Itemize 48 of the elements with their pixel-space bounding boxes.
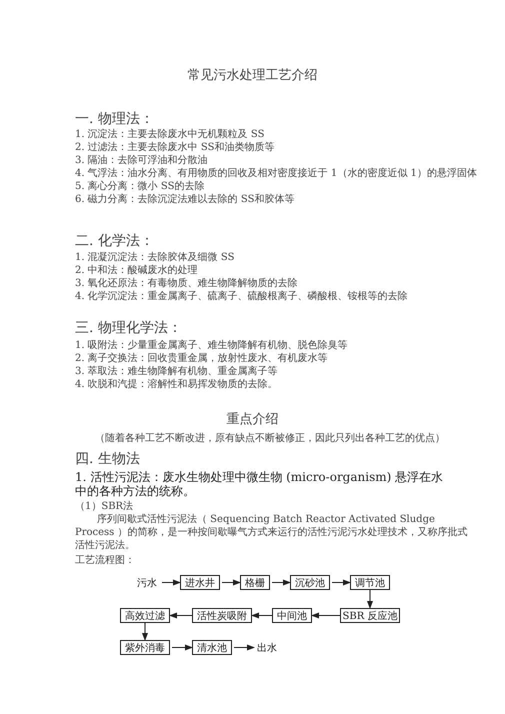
list-item: 4. 吹脱和汽提：溶解性和易挥发物质的去除。 bbox=[75, 378, 279, 391]
arrow bbox=[272, 580, 291, 586]
arrow bbox=[332, 580, 351, 586]
section-heading: 四. 生物法 bbox=[75, 450, 141, 468]
process-box: 清水池 bbox=[192, 640, 232, 655]
list-item: 1. 沉淀法：主要去除废水中无机颗粒及 SS bbox=[75, 128, 266, 141]
subheading: 重点介绍 bbox=[226, 412, 280, 428]
arrow bbox=[367, 590, 373, 609]
list-item: 2. 过滤法：主要去除废水中 SS和油类物质等 bbox=[75, 141, 276, 154]
section-heading: 二. 化学法： bbox=[75, 232, 155, 250]
list-item: 1. 吸附法：少量重金属离子、难生物降解有机物、脱色除臭等 bbox=[75, 339, 349, 352]
flow-text: 污水 bbox=[134, 575, 160, 590]
section-heading: 一. 物理法： bbox=[75, 110, 155, 128]
list-item: 4. 化学沉淀法：重金属离子、硫离子、硫酸根离子、磷酸根、铵根等的去除 bbox=[75, 290, 409, 303]
process-box: 高效过滤 bbox=[120, 608, 170, 623]
paragraph: 序列间歇式活性污泥法（ Sequencing Batch Reactor Activated Sludge Process ）的简称，是一种按间歇曝气方式来运行的活性污泥污水处理技术，又称序批式活性污泥法。 bbox=[75, 513, 468, 552]
paragraph: 1. 活性污泥法：废水生物处理中微生物 (micro-organism) 悬浮在水中的各种方法的统称。 bbox=[75, 470, 444, 498]
arrow bbox=[172, 644, 193, 650]
arrow bbox=[222, 580, 241, 586]
arrow bbox=[311, 612, 340, 618]
paragraph-label: 工艺流程图： bbox=[75, 554, 136, 567]
arrow bbox=[162, 580, 181, 586]
subsection-heading: （1）SBR法 bbox=[75, 500, 134, 513]
process-box: 活性炭吸附 bbox=[192, 608, 252, 623]
arrow bbox=[142, 622, 148, 641]
process-box: 中间池 bbox=[272, 608, 312, 623]
process-box: SBR 反应池 bbox=[340, 608, 400, 623]
flow-text: 出水 bbox=[254, 640, 280, 655]
process-box: 进水井 bbox=[180, 575, 220, 590]
process-box: 格栅 bbox=[240, 575, 270, 590]
list-item: 3. 氧化还原法：有毒物质、难生物降解物质的去除 bbox=[75, 277, 299, 290]
list-item: 2. 离子交换法：回收贵重金属，放射性废水、有机废水等 bbox=[75, 352, 329, 365]
list-item: 2. 中和法：酸碱废水的处理 bbox=[75, 264, 199, 277]
list-item: 3. 萃取法：难生物降解有机物、重金属离子等 bbox=[75, 365, 279, 378]
page-title: 常见污水处理工艺介绍 bbox=[186, 67, 318, 84]
list-item: 4. 气浮法：油水分离、有用物质的回收及相对密度接近于 1（水的密度近似 1）的悬浮固体 bbox=[75, 167, 478, 180]
process-box: 调节池 bbox=[350, 575, 390, 590]
section-heading: 三. 物理化学法： bbox=[75, 319, 183, 337]
arrow bbox=[251, 612, 272, 618]
list-item: 3. 隔油：去除可浮油和分散油 bbox=[75, 154, 209, 167]
arrow bbox=[234, 644, 255, 650]
list-item: 6. 磁力分离：去除沉淀法难以去除的 SS和胶体等 bbox=[75, 193, 296, 206]
arrow bbox=[169, 612, 192, 618]
list-item: 5. 离心分离：微小 SS的去除 bbox=[75, 180, 206, 193]
note-text: （随着各种工艺不断改进，原有缺点不断被修正，因此只列出各种工艺的优点） bbox=[94, 432, 446, 445]
process-box: 紫外消毒 bbox=[120, 640, 170, 655]
list-item: 1. 混凝沉淀法：去除胶体及细微 SS bbox=[75, 251, 236, 264]
process-box: 沉砂池 bbox=[290, 575, 330, 590]
